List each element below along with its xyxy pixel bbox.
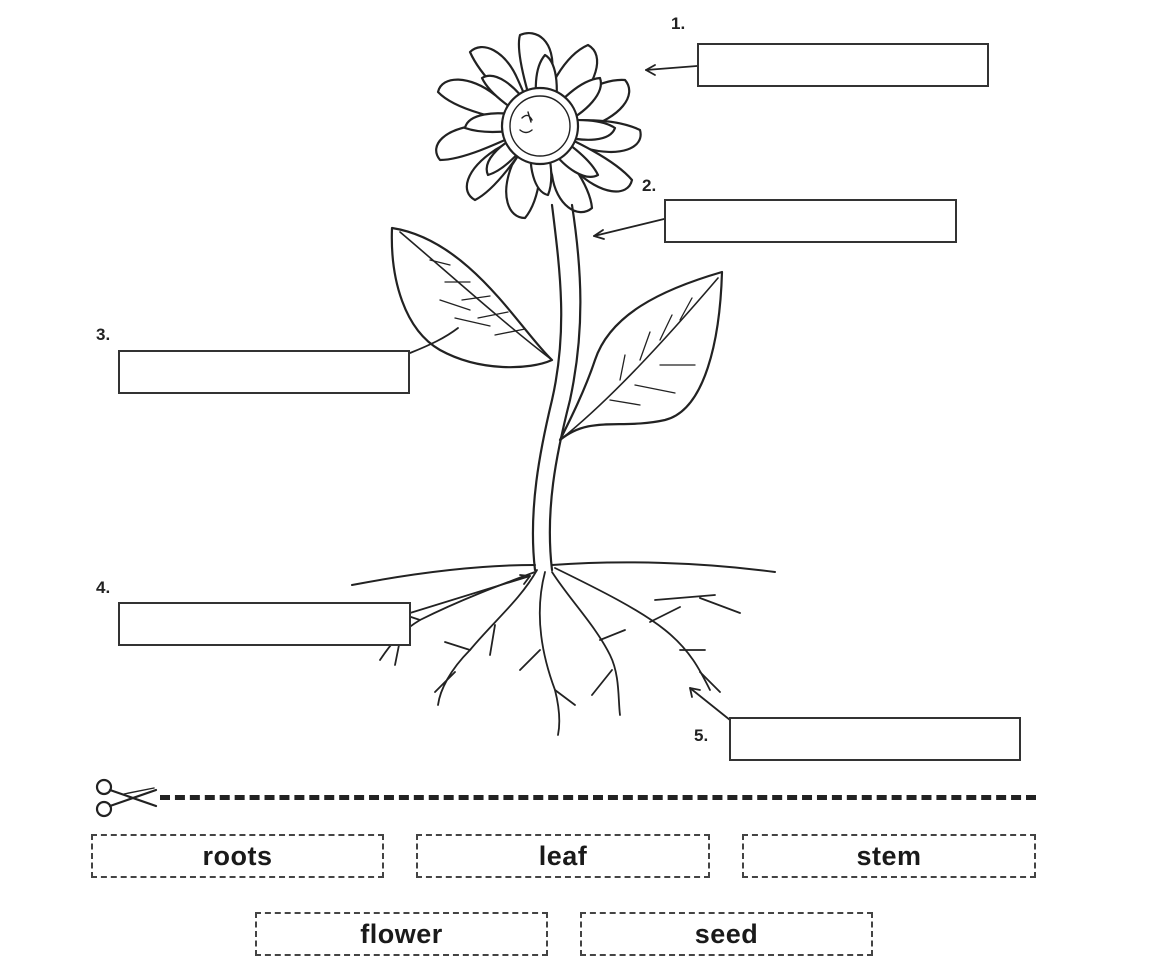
label-number-5: 5. bbox=[694, 726, 709, 745]
ground-line bbox=[351, 561, 776, 586]
label-number-2: 2. bbox=[642, 176, 657, 195]
word-card-stem[interactable]: stem bbox=[742, 834, 1036, 878]
left-leaf bbox=[390, 226, 554, 369]
answer-box-2[interactable] bbox=[664, 199, 957, 243]
stem-drawing bbox=[531, 203, 582, 572]
answer-box-5[interactable] bbox=[729, 717, 1021, 761]
cut-line bbox=[160, 795, 1036, 800]
answer-box-1[interactable] bbox=[697, 43, 989, 87]
label-number-3: 3. bbox=[96, 325, 111, 344]
right-leaf bbox=[558, 270, 724, 442]
word-card-seed[interactable]: seed bbox=[580, 912, 873, 956]
word-card-flower[interactable]: flower bbox=[255, 912, 548, 956]
pointer-arrows bbox=[409, 64, 731, 721]
label-number-4: 4. bbox=[96, 578, 111, 597]
answer-box-4[interactable] bbox=[118, 602, 411, 646]
word-card-leaf[interactable]: leaf bbox=[416, 834, 710, 878]
roots-drawing bbox=[379, 567, 741, 736]
answer-box-3[interactable] bbox=[118, 350, 410, 394]
flower-head bbox=[435, 32, 642, 220]
word-card-roots[interactable]: roots bbox=[91, 834, 384, 878]
scissors-icon bbox=[95, 778, 158, 818]
label-number-1: 1. bbox=[671, 14, 686, 33]
